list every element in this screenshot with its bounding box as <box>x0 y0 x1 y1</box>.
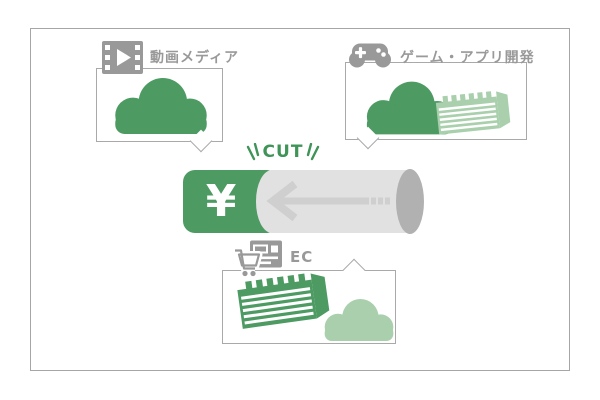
arrow-left-icon <box>266 180 392 225</box>
yen-symbol: ¥ <box>205 175 237 227</box>
emphasis-lines-right-icon <box>307 143 320 161</box>
gamepad-icon <box>347 39 393 74</box>
cloud-icon <box>114 78 208 138</box>
cylinder-end-cap <box>396 169 424 234</box>
emphasis-lines-left-icon <box>246 143 259 161</box>
label-ec: EC <box>290 248 314 266</box>
cut-callout: CUT <box>228 141 338 163</box>
label-game-app: ゲーム・アプリ開発 <box>400 50 535 66</box>
label-video-media: 動画メディア <box>150 50 240 66</box>
server-icon <box>434 86 519 146</box>
cloud-icon <box>324 299 394 345</box>
cut-label: CUT <box>262 141 304 162</box>
film-icon <box>102 41 143 78</box>
server-icon <box>234 267 339 340</box>
cart-browser-icon <box>234 240 284 290</box>
